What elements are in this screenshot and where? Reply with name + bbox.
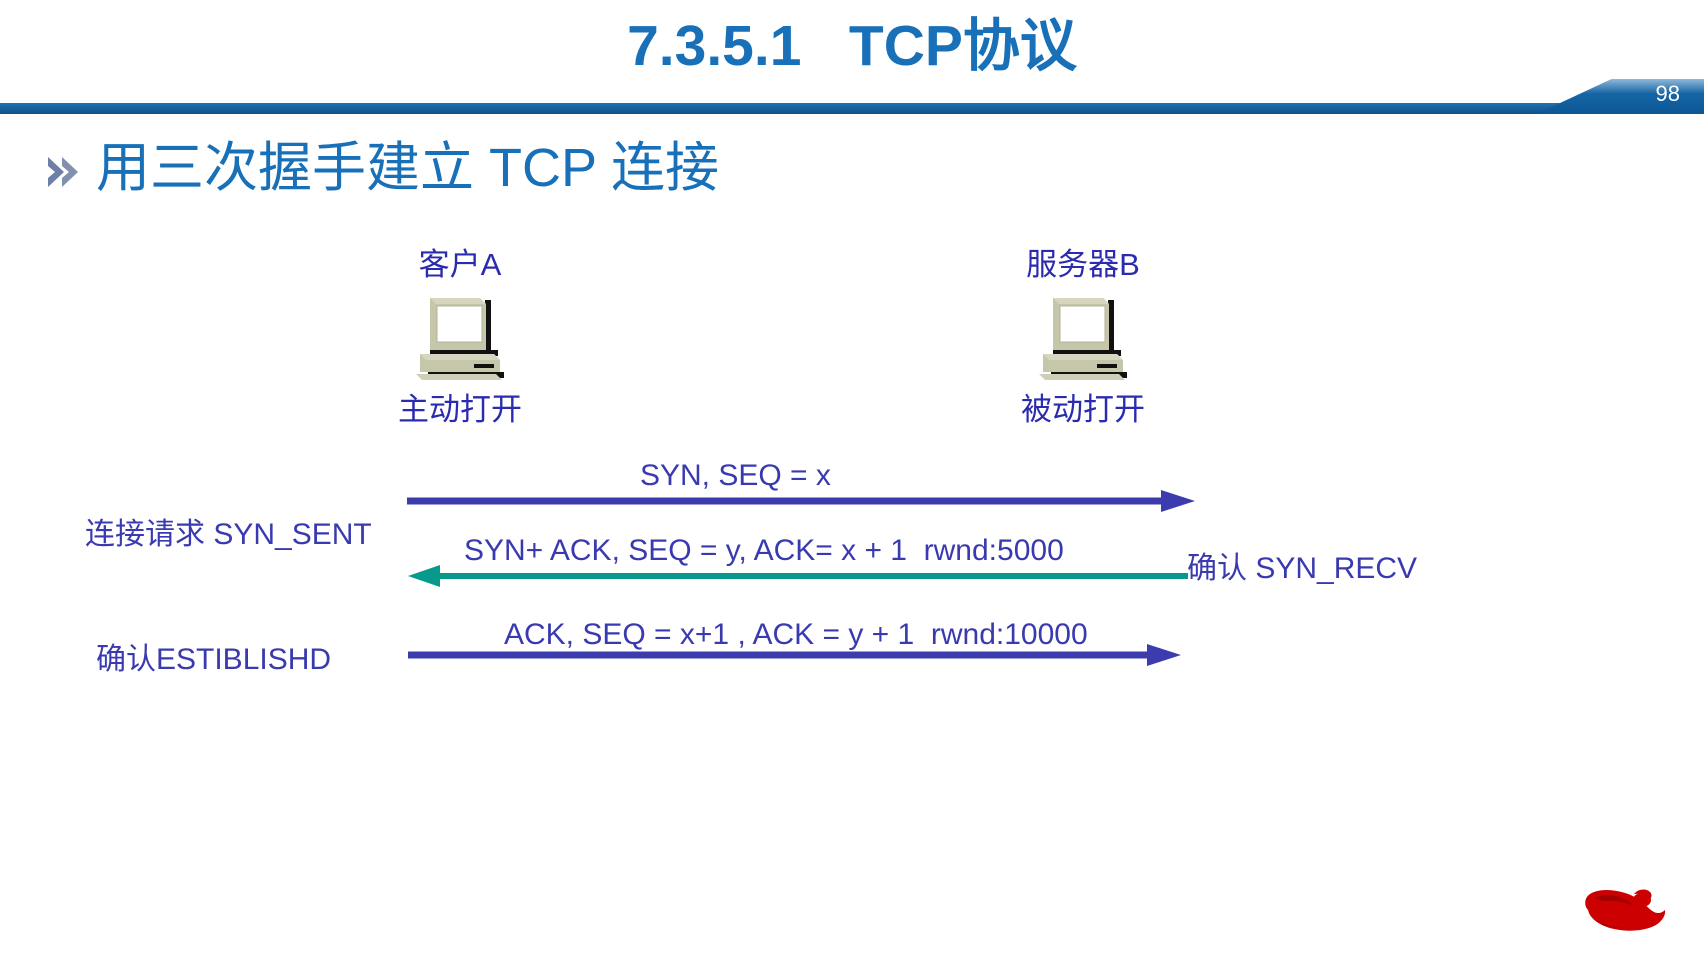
message-label-ack: ACK, SEQ = x+1 , ACK = y + 1 rwnd:10000 bbox=[504, 618, 1088, 651]
left-state-established: 确认ESTIBLISHD bbox=[96, 643, 332, 676]
section-heading: 用三次握手建立 TCP 连接 bbox=[44, 140, 719, 197]
endpoint-server-b: 服务器B 被动打开 bbox=[963, 247, 1203, 428]
slide-number-banner: 98 bbox=[1454, 79, 1704, 114]
message-label-syn-ack: SYN+ ACK, SEQ = y, ACK= x + 1 rwnd:5000 bbox=[464, 534, 1064, 567]
header-divider bbox=[0, 103, 1704, 114]
endpoint-b-state: 被动打开 bbox=[1021, 392, 1145, 428]
arrow-syn-right bbox=[407, 490, 1195, 512]
page-title: 7.3.5.1 TCP协议 bbox=[627, 14, 1077, 78]
endpoint-b-name: 服务器B bbox=[1026, 247, 1140, 282]
desktop-computer-icon bbox=[1039, 298, 1127, 381]
endpoint-client-a: 客户A 主动打开 bbox=[340, 247, 580, 428]
header-divider-fill bbox=[0, 103, 1704, 114]
endpoint-a-state: 主动打开 bbox=[398, 392, 522, 428]
arrow-ack-right bbox=[408, 644, 1181, 666]
desktop-computer-icon bbox=[416, 298, 504, 381]
right-state-syn-recv: 确认 SYN_RECV bbox=[1187, 552, 1418, 585]
red-hat-logo bbox=[1585, 889, 1666, 931]
message-label-syn: SYN, SEQ = x bbox=[640, 459, 831, 492]
endpoint-a-name: 客户A bbox=[418, 247, 502, 282]
double-chevron-right-icon bbox=[48, 157, 78, 188]
left-state-syn-sent: 连接请求 SYN_SENT bbox=[85, 518, 372, 551]
slide-number: 98 bbox=[1655, 81, 1680, 106]
arrow-syn-ack-left bbox=[408, 565, 1188, 587]
section-heading-label: 用三次握手建立 TCP 连接 bbox=[96, 138, 720, 198]
